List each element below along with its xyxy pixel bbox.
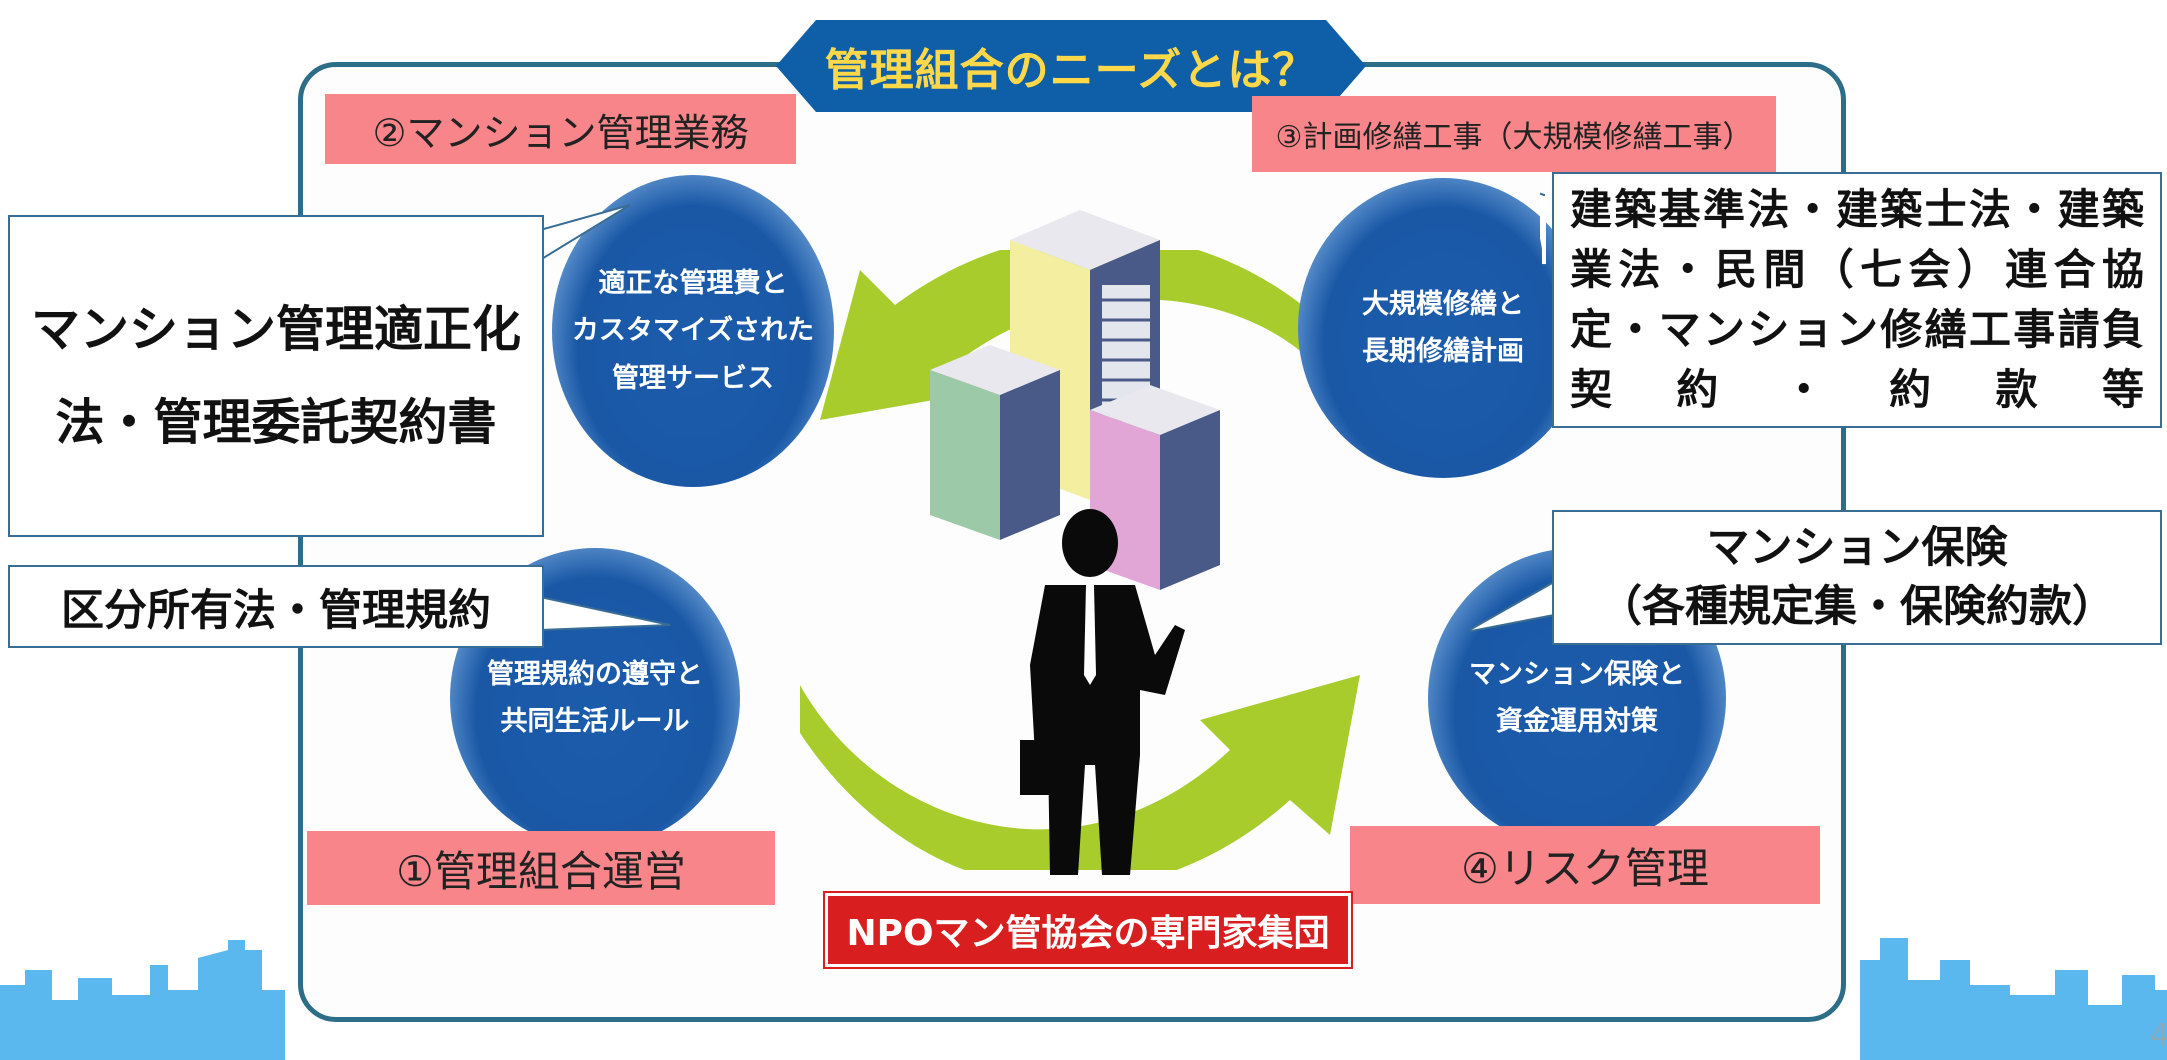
title-banner [776,20,1366,112]
businessman-silhouette [1020,509,1185,875]
label-risk-management: ④リスク管理 [1350,826,1820,904]
skyline-right [1860,938,2167,1060]
buildings-illustration [930,210,1220,590]
label-management-association: ①管理組合運営 [307,831,775,905]
label-planned-repair: ③計画修繕工事（大規模修繕工事） [1252,96,1776,172]
callout-pointer-left-mid [540,595,671,632]
label-condo-management: ②マンション管理業務 [325,94,796,164]
expert-group-caption: NPOマン管協会の専門家集団 [825,893,1351,967]
circle-management-fee-service: 適正な管理費と カスタマイズされた 管理サービス [552,175,834,487]
callout-ownership-law-rules: 区分所有法・管理規約 [8,565,544,648]
callout-condo-insurance: マンション保険 （各種規定集・保険約款） [1552,510,2162,645]
callout-pointer-left-top [540,204,631,262]
circle-rules-community: 管理規約の遵守と 共同生活ルール [450,548,740,848]
callout-pointer-right-top [1540,192,1546,266]
skyline-left [0,940,285,1060]
callout-condo-law-contract: マンション管理適正化 法・管理委託契約書 [8,215,544,537]
page-number: 4 [2150,1018,2167,1053]
callout-building-law-contracts: 建築基準法・建築士法・建築 業法・民間（七会）連合協 定・マンション修繕工事請負… [1552,172,2162,428]
diagram-title: 管理組合のニーズとは？ [824,45,1318,96]
